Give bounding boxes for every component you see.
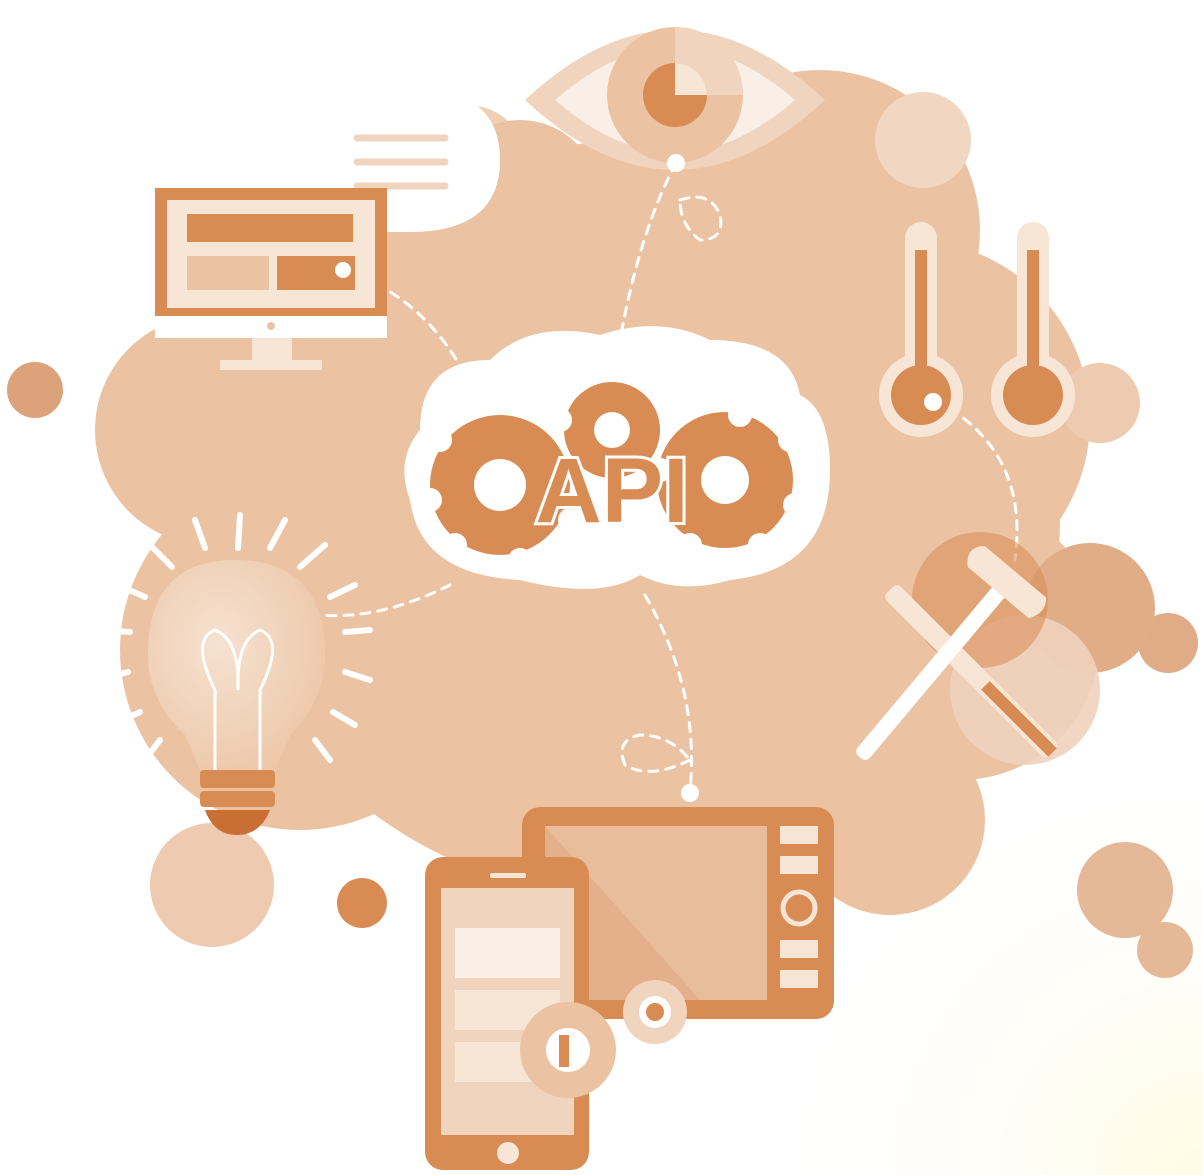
desktop-monitor-icon (155, 188, 387, 370)
thermometer-icon (879, 222, 963, 437)
thermometer-icon (991, 222, 1075, 437)
hammer-screwdriver-icon (856, 532, 1058, 760)
eye-icon (525, 27, 825, 172)
decorative-dots (7, 92, 1198, 978)
api-label: API (535, 440, 688, 542)
cloud-icon: API (404, 326, 830, 589)
gear-icon (520, 980, 687, 1098)
lightbulb-icon (97, 512, 373, 835)
